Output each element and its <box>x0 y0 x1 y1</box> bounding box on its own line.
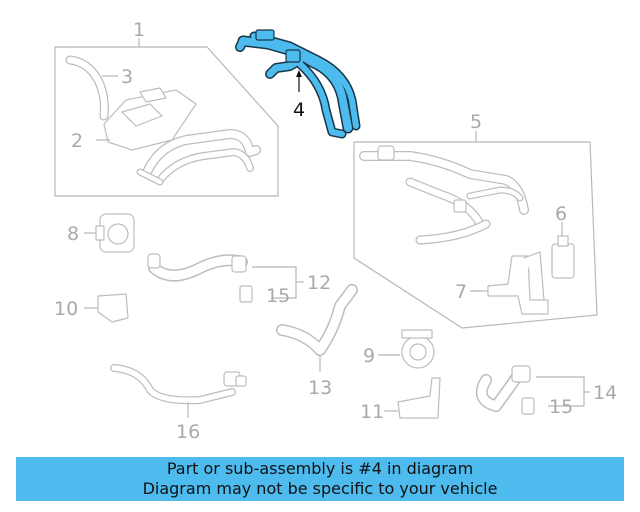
callout-9: 9 <box>363 345 375 367</box>
callout-15-left: 15 <box>266 285 290 307</box>
part-12-hose: 12 <box>147 253 331 299</box>
part-9-pump: 9 <box>363 329 435 369</box>
callout-11: 11 <box>360 401 384 423</box>
callout-3: 3 <box>121 66 133 88</box>
part-15-clamp-right: 15 <box>521 396 573 418</box>
callout-5: 5 <box>470 111 482 133</box>
part-8-pump: 8 <box>67 213 135 253</box>
callout-16: 16 <box>176 421 200 443</box>
callout-12: 12 <box>307 272 331 294</box>
callout-6: 6 <box>555 203 567 225</box>
part-14-hose: 14 <box>475 365 617 412</box>
callout-8: 8 <box>67 223 79 245</box>
banner-line-2: Diagram may not be specific to your vehi… <box>142 479 498 498</box>
part-7-bracket: 7 <box>455 251 549 315</box>
callout-7: 7 <box>455 281 467 303</box>
parts-diagram: 1 3 2 4 <box>54 19 617 443</box>
part-4-coolant-pipe: 4 <box>235 29 361 139</box>
part-1-pipe-set <box>136 129 261 186</box>
part-15-clamp-left: 15 <box>239 285 290 307</box>
group-box-5: 5 <box>353 111 598 329</box>
part-16-pipe: 16 <box>110 364 247 443</box>
callout-13: 13 <box>308 377 332 399</box>
part-5-hose-assembly <box>359 145 529 245</box>
part-6-valve: 6 <box>551 203 575 279</box>
part-11-bracket: 11 <box>360 377 441 423</box>
callout-15-right: 15 <box>549 396 573 418</box>
callout-14: 14 <box>593 382 617 404</box>
callout-2: 2 <box>71 130 83 152</box>
group-box-1: 1 <box>54 19 279 197</box>
callout-1: 1 <box>133 19 145 41</box>
info-banner: Part or sub-assembly is #4 in diagram Di… <box>16 457 624 501</box>
part-10-bracket: 10 <box>54 293 129 323</box>
part-3-hose: 3 <box>65 55 133 121</box>
part-2-valve-assembly: 2 <box>71 87 197 152</box>
callout-4: 4 <box>293 99 305 121</box>
callout-10: 10 <box>54 298 78 320</box>
banner-line-1: Part or sub-assembly is #4 in diagram <box>166 459 474 478</box>
part-13-hose: 13 <box>276 284 358 399</box>
